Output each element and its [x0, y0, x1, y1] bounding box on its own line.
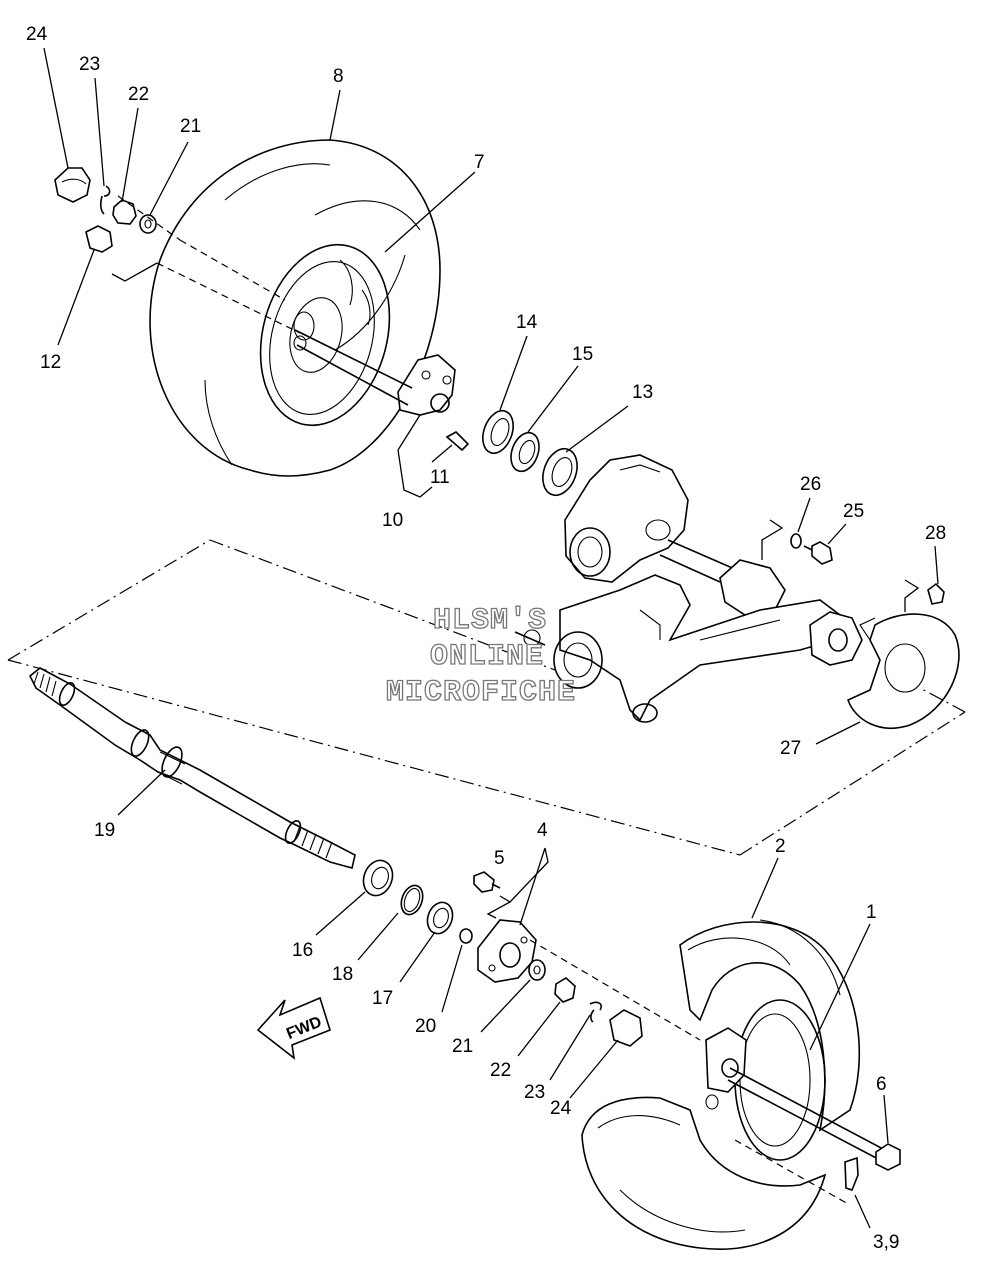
bottom-rim: [734, 999, 826, 1161]
leader-lines: [43, 47, 939, 1229]
watermark: HLSM'S ONLINE MICROFICHE: [385, 603, 576, 710]
callout-labels: 24 23 22 21 8 7 12 14 15 13 11 10 26 25 …: [26, 24, 946, 1253]
rear-axle-shaft-19: [28, 667, 356, 869]
circlip-18-icon: [400, 884, 424, 916]
bottom-tire-lower: [581, 1096, 827, 1250]
top-hub: [397, 354, 456, 416]
callout-25: 25: [843, 501, 864, 522]
callout-27: 27: [780, 738, 801, 759]
fwd-arrow: FWD: [256, 996, 331, 1060]
callout-26: 26: [800, 474, 821, 495]
callout-24-bottom: 24: [550, 1098, 572, 1119]
callout-2: 2: [775, 836, 786, 857]
top-rim: [259, 243, 391, 427]
final-drive-housing: [564, 454, 689, 583]
top-wheel-assembly: [149, 139, 470, 477]
cap-nut-24-bottom-icon: [609, 1009, 643, 1047]
callout-23-bottom: 23: [524, 1082, 545, 1103]
reference-boundary: [7, 539, 966, 856]
swingarm: [559, 574, 841, 722]
bolt-25-icon: [811, 541, 833, 565]
top-axle-fasteners: [54, 167, 301, 334]
callout-22-top: 22: [128, 84, 149, 105]
wheel-nut-icon: [85, 225, 113, 253]
callout-1: 1: [866, 902, 877, 923]
washer-26-icon: [790, 533, 802, 549]
dust-cover-27: [847, 613, 960, 729]
bottom-hub-assembly: [473, 871, 701, 1047]
castle-nut-icon: [112, 199, 137, 225]
callout-4: 4: [537, 820, 548, 841]
callout-15: 15: [572, 344, 593, 365]
o-ring-20-icon: [459, 928, 473, 944]
bearing-13-icon: [542, 447, 578, 497]
callout-12: 12: [40, 352, 61, 373]
callout-10: 10: [382, 510, 403, 531]
callout-18: 18: [332, 964, 353, 985]
top-tire: [149, 139, 441, 477]
callout-28: 28: [925, 523, 946, 544]
wheel-nut-6-icon: [875, 1143, 901, 1171]
bearing-14-icon: [482, 409, 514, 455]
callout-11: 11: [430, 467, 450, 488]
watermark-line-2: ONLINE: [430, 640, 544, 674]
top-hub-bolt: [445, 431, 470, 452]
washer-21-bottom-icon: [528, 959, 546, 981]
callout-3-9: 3,9: [873, 1232, 899, 1253]
callout-21-bottom: 21: [452, 1036, 473, 1057]
bolt-28-icon: [927, 582, 945, 605]
callout-17: 17: [372, 988, 393, 1009]
callout-7: 7: [474, 152, 485, 173]
callout-14: 14: [516, 312, 538, 333]
callout-21-top: 21: [180, 116, 201, 137]
callout-22-bottom: 22: [490, 1060, 511, 1081]
axle-nut-cap-icon: [54, 167, 91, 203]
brake-dust-cover-parts: [761, 519, 960, 729]
callout-23-top: 23: [79, 54, 100, 75]
callout-13: 13: [632, 382, 653, 403]
callout-16: 16: [292, 940, 313, 961]
cotter-pin-23-bottom-icon: [589, 1001, 603, 1023]
washer-icon: [139, 214, 157, 234]
oil-seal-15-icon: [510, 431, 540, 473]
watermark-line-3: MICROFICHE: [386, 676, 576, 710]
bottom-bearings: [362, 859, 473, 944]
callout-5: 5: [494, 848, 505, 869]
bottom-hub: [477, 919, 537, 983]
axle-housing-swingarm: [514, 454, 863, 723]
oil-seal-17-icon: [426, 901, 454, 935]
top-bearings: [482, 409, 578, 497]
nut-22-bottom-icon: [554, 977, 576, 1003]
valve-stem-icon: [844, 1156, 859, 1191]
callout-24-top: 24: [26, 24, 48, 45]
callout-19: 19: [94, 820, 115, 841]
bearing-16-icon: [362, 859, 394, 897]
cotter-pin-icon: [99, 185, 111, 215]
callout-20: 20: [415, 1016, 436, 1037]
callout-8: 8: [333, 66, 344, 87]
hub-bolt-5-icon: [473, 871, 495, 893]
bottom-wheel-assembly: [581, 919, 901, 1250]
callout-6: 6: [876, 1074, 887, 1095]
watermark-line-1: HLSM'S: [433, 604, 547, 638]
